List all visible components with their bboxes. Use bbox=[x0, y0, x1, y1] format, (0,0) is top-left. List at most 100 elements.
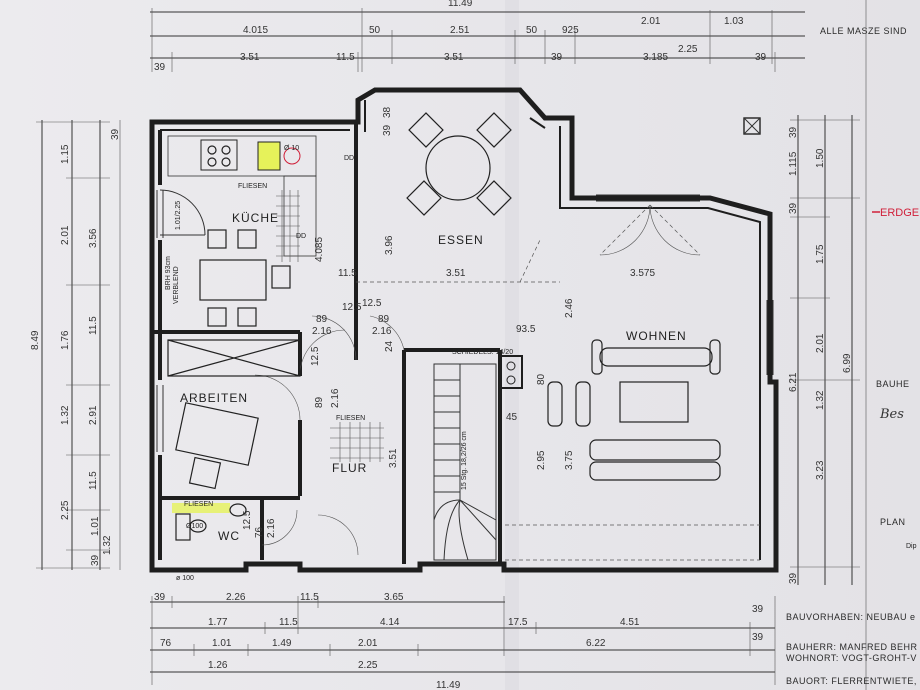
essen-dining-set bbox=[406, 112, 512, 216]
svg-text:925: 925 bbox=[562, 25, 579, 36]
dim-top-total: 11.49 bbox=[448, 0, 473, 9]
svg-text:2.16: 2.16 bbox=[372, 326, 392, 337]
dims-left-col2: 3.56 11.5 2.91 11.5 1.32 bbox=[88, 228, 113, 555]
legend-wohnort: WOHNORT: VOGT-GROHT-V bbox=[786, 653, 917, 663]
svg-text:2.51: 2.51 bbox=[450, 25, 470, 36]
svg-text:4.085: 4.085 bbox=[314, 237, 325, 262]
svg-text:2.25: 2.25 bbox=[60, 500, 71, 520]
svg-text:89: 89 bbox=[316, 314, 328, 325]
svg-text:50: 50 bbox=[369, 25, 381, 36]
label-dd2: DD bbox=[296, 233, 306, 240]
svg-text:1.77: 1.77 bbox=[208, 617, 228, 628]
dims-top-row1: 4.015 50 2.51 50 925 2.01 1.03 bbox=[243, 16, 744, 36]
dim-left-39: 39 bbox=[110, 128, 121, 140]
svg-text:1.75: 1.75 bbox=[815, 244, 826, 264]
svg-text:3.56: 3.56 bbox=[88, 228, 99, 248]
svg-text:4.015: 4.015 bbox=[243, 25, 268, 36]
svg-text:3.185: 3.185 bbox=[643, 52, 668, 63]
label-schiedels: SCHIEDELS. 14/20 bbox=[452, 349, 513, 356]
svg-text:2.46: 2.46 bbox=[564, 298, 575, 318]
svg-text:3.65: 3.65 bbox=[384, 592, 404, 603]
floor-label: ERDGE bbox=[880, 207, 919, 219]
dim-bottom-39b: 39 bbox=[752, 632, 764, 643]
svg-text:39: 39 bbox=[90, 554, 101, 566]
label-kitchen-diam: Ø 10 bbox=[284, 145, 299, 152]
dims-bottom-row4: 1.26 2.25 bbox=[208, 660, 378, 671]
svg-text:38: 38 bbox=[382, 106, 393, 118]
svg-text:3.51: 3.51 bbox=[388, 448, 399, 468]
exterior-pillar bbox=[743, 117, 761, 135]
svg-text:3.23: 3.23 bbox=[815, 460, 826, 480]
windows bbox=[156, 190, 774, 452]
svg-text:2.16: 2.16 bbox=[330, 388, 341, 408]
svg-text:11.5: 11.5 bbox=[300, 592, 319, 603]
room-wohnen: WOHNEN bbox=[626, 329, 687, 343]
kitchen-highlight bbox=[257, 141, 281, 171]
dim-bottom-total: 11.49 bbox=[436, 680, 461, 690]
kitchen-pipe-mark bbox=[283, 147, 301, 165]
svg-text:11.5: 11.5 bbox=[338, 268, 357, 279]
svg-text:3.51: 3.51 bbox=[240, 52, 260, 63]
svg-text:12.5: 12.5 bbox=[310, 346, 321, 366]
svg-text:1.76: 1.76 bbox=[60, 330, 71, 350]
label-fliesen-wc: FLIESEN bbox=[184, 501, 213, 508]
svg-text:1.49: 1.49 bbox=[272, 638, 292, 649]
label-fliesen-flur: FLIESEN bbox=[336, 415, 365, 422]
dims-right-col2: 1.50 6.99 bbox=[815, 148, 853, 373]
svg-text:3.96: 3.96 bbox=[384, 235, 395, 255]
svg-text:1.03: 1.03 bbox=[724, 16, 744, 27]
svg-text:50: 50 bbox=[526, 25, 538, 36]
svg-text:3.51: 3.51 bbox=[446, 268, 466, 279]
dims-left-col1: 1.15 2.01 1.76 1.32 2.25 1.01 39 bbox=[60, 144, 101, 566]
svg-text:12.5: 12.5 bbox=[342, 302, 362, 313]
svg-text:2.16: 2.16 bbox=[266, 518, 277, 538]
arbeiten-desk bbox=[167, 339, 301, 490]
label-door-kueche: 1.01/2.25 bbox=[175, 201, 182, 230]
room-wc: WC bbox=[218, 529, 240, 543]
svg-text:24: 24 bbox=[384, 340, 395, 352]
svg-text:1.115: 1.115 bbox=[788, 151, 799, 176]
dim-left-outer: 8.49 bbox=[30, 330, 41, 350]
svg-text:2.26: 2.26 bbox=[226, 592, 246, 603]
kitchen-dining-set bbox=[199, 229, 291, 327]
inner-dimensions: 4.085 11.5 3.96 3.51 3.575 2.46 93.5 80 … bbox=[242, 106, 655, 538]
stamp-plan: PLAN bbox=[880, 517, 906, 527]
stamp-bauh: BAUHE bbox=[876, 379, 910, 389]
stamp-dip: Dip bbox=[906, 543, 917, 550]
svg-text:1.01: 1.01 bbox=[212, 638, 232, 649]
door-swings bbox=[159, 189, 701, 556]
svg-text:1.26: 1.26 bbox=[208, 660, 228, 671]
svg-text:11.5: 11.5 bbox=[88, 471, 99, 490]
svg-text:6.99: 6.99 bbox=[842, 353, 853, 373]
svg-text:93.5: 93.5 bbox=[516, 324, 536, 335]
dims-top-row2: 39 3.51 11.5 3.51 39 3.185 39 bbox=[154, 52, 767, 73]
svg-text:1.01: 1.01 bbox=[90, 516, 101, 536]
svg-text:6.21: 6.21 bbox=[788, 372, 799, 392]
right-dimension-lines bbox=[790, 115, 860, 585]
staircase bbox=[433, 363, 497, 561]
svg-text:2.01: 2.01 bbox=[815, 333, 826, 353]
tile-hatch-flur bbox=[330, 422, 384, 462]
label-fliesen-kueche: FLIESEN bbox=[238, 183, 267, 190]
svg-text:1.15: 1.15 bbox=[60, 144, 71, 164]
label-verblend: VERBLEND bbox=[173, 266, 180, 304]
svg-text:1.32: 1.32 bbox=[60, 405, 71, 425]
chimney-flue-1 bbox=[506, 361, 516, 371]
svg-text:12.5: 12.5 bbox=[362, 298, 382, 309]
svg-text:11.5: 11.5 bbox=[88, 316, 99, 335]
svg-text:2.01: 2.01 bbox=[60, 225, 71, 245]
room-essen: ESSEN bbox=[438, 233, 484, 247]
room-arbeiten: ARBEITEN bbox=[180, 391, 248, 405]
legend-bauort: BAUORT: FLERRENTWIETE, bbox=[786, 676, 917, 686]
svg-text:39: 39 bbox=[154, 62, 166, 73]
svg-text:2.01: 2.01 bbox=[358, 638, 378, 649]
svg-text:11.5: 11.5 bbox=[336, 52, 355, 63]
svg-text:1.32: 1.32 bbox=[815, 390, 826, 410]
svg-text:4.14: 4.14 bbox=[380, 617, 400, 628]
room-kueche: KÜCHE bbox=[232, 211, 279, 225]
kitchen-counter bbox=[167, 135, 317, 177]
svg-text:80: 80 bbox=[536, 373, 547, 385]
label-stair: 15 Stg. 18,2/26 cm bbox=[461, 431, 468, 490]
pillar-cross-2 bbox=[743, 117, 761, 135]
label-corner-mark: ø 100 bbox=[176, 575, 194, 582]
